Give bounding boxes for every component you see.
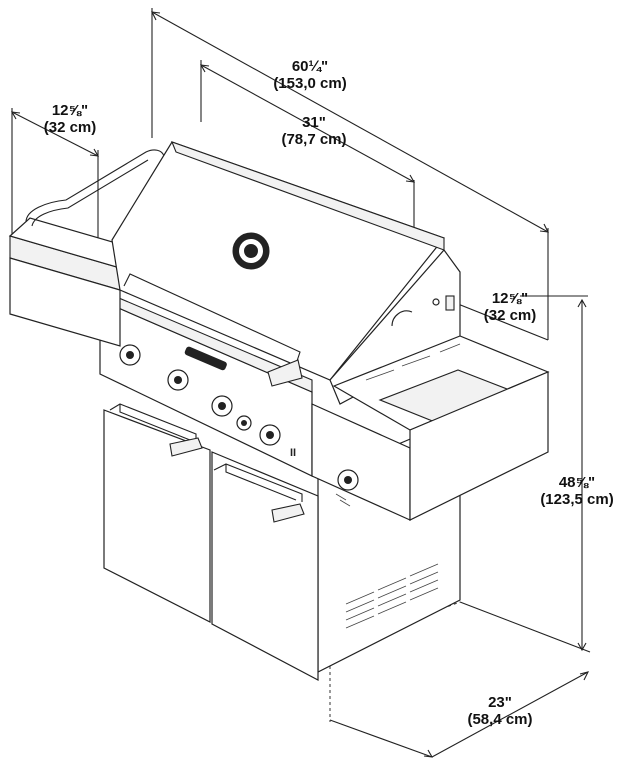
right-shelf-cm: (32 cm) xyxy=(483,307,537,324)
grill-width-cm: (78,7 cm) xyxy=(281,131,347,148)
height-cm: (123,5 cm) xyxy=(540,491,614,508)
right-shelf-inches: 12⅝" xyxy=(491,290,529,307)
depth-cm: (58,4 cm) xyxy=(467,711,533,728)
svg-text:II: II xyxy=(290,447,296,459)
grill-width-label: 31" (78,7 cm) xyxy=(266,114,362,148)
control-knobs xyxy=(119,344,281,446)
left-shelf-cm: (32 cm) xyxy=(43,119,97,136)
right-shelf-label: 12⅝" (32 cm) xyxy=(470,290,550,324)
grill-lid xyxy=(111,141,461,405)
side-burner-shelf xyxy=(311,335,550,521)
left-shelf-label: 12⅝" (32 cm) xyxy=(30,102,110,136)
height-inches: 48⅝" xyxy=(558,474,596,491)
control-panel-nameplate-icon xyxy=(184,346,227,371)
total-width-inches: 60¼" xyxy=(291,58,329,75)
grill-width-inches: 31" xyxy=(302,114,326,131)
total-width-cm: (153,0 cm) xyxy=(273,75,347,92)
total-width-label: 60¼" (153,0 cm) xyxy=(254,58,366,92)
depth-label: 23" (58,4 cm) xyxy=(452,694,548,728)
left-side-shelf xyxy=(8,149,165,347)
height-label: 48⅝" (123,5 cm) xyxy=(528,474,626,508)
left-shelf-inches: 12⅝" xyxy=(51,102,89,119)
depth-inches: 23" xyxy=(488,694,512,711)
vent-grilles xyxy=(345,563,439,629)
